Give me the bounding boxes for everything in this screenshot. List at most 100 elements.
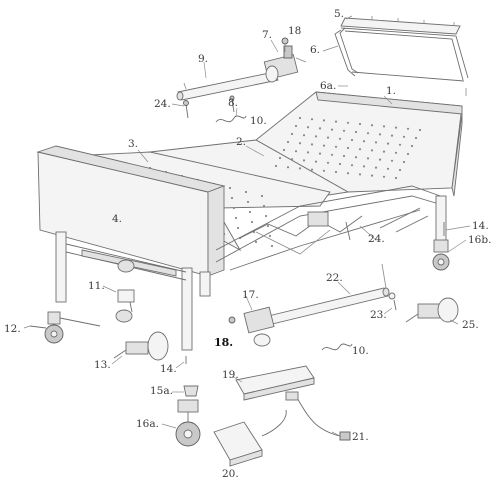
deck-hole (394, 176, 398, 180)
deck-hole (402, 135, 406, 138)
label-part-13: 13. (94, 359, 111, 371)
deck-hole (386, 142, 390, 145)
deck-hole (406, 152, 410, 156)
label-part-6: 6. (310, 44, 320, 56)
deck-hole (310, 168, 314, 171)
deck-hole (326, 136, 330, 139)
deck-hole (418, 128, 422, 132)
deck-hole (410, 144, 414, 148)
deck-hole (382, 150, 386, 153)
deck-hole (248, 210, 252, 214)
deck-hole (298, 142, 302, 145)
part-8-clip-pin (229, 95, 235, 113)
deck-hole (286, 140, 290, 144)
deck-hole (326, 161, 330, 164)
deck-hole (350, 138, 354, 142)
part-19-control-box (235, 365, 315, 401)
label-part-10-top: 10. (250, 115, 267, 127)
deck-hole (318, 127, 322, 130)
part-5-headboard-rail (340, 16, 461, 35)
deck-hole (346, 121, 350, 124)
deck-hole (350, 164, 354, 167)
label-part-8: 8. (228, 97, 238, 109)
label-part-3: 3. (128, 138, 138, 150)
label-part-25: 25. (462, 319, 479, 331)
label-part-17: 17. (242, 289, 259, 301)
label-part-12: 12. (4, 323, 21, 335)
part-17-coupling (243, 306, 275, 347)
label-part-11: 11. (88, 280, 105, 292)
part-7-motor-coupler (263, 45, 307, 83)
deck-hole (268, 234, 272, 238)
deck-hole (264, 214, 268, 218)
label-part-15a: 15a. (150, 385, 173, 397)
part-10-spring-clip-top (215, 115, 247, 123)
part-18-bolt-lower (228, 316, 236, 324)
deck-hole (290, 158, 294, 161)
part-16a-caster (175, 399, 201, 447)
deck-hole (260, 194, 264, 198)
part-18-top-bolt (281, 37, 289, 52)
label-part-1: 1. (386, 85, 396, 97)
part-24-bolt-top (183, 100, 189, 119)
deck-hole (306, 151, 310, 154)
deck-hole (298, 167, 302, 170)
deck-hole (318, 152, 322, 155)
part-labels: 5. 18 7. 6. 9. 6a. 24. 8. 1. 10. 2. 3. 4… (4, 8, 491, 480)
deck-hole (310, 143, 314, 146)
deck-hole (302, 134, 306, 137)
label-part-5: 5. (334, 8, 344, 20)
part-25-head-motor (405, 297, 459, 323)
deck-hole (398, 168, 402, 172)
deck-hole (262, 204, 266, 208)
deck-hole (230, 196, 234, 200)
deck-hole (330, 128, 334, 131)
label-part-10-lower: 10. (352, 345, 369, 357)
deck-hole (310, 118, 314, 121)
deck-hole (338, 137, 342, 140)
part-11-leg-socket (115, 259, 135, 323)
label-part-6a: 6a. (320, 80, 336, 92)
label-part-19: 19. (222, 369, 239, 381)
deck-hole (394, 151, 398, 154)
label-part-16a: 16a. (136, 418, 159, 430)
deck-hole (244, 190, 248, 194)
deck-hole (346, 146, 350, 150)
deck-hole (362, 140, 366, 143)
deck-hole (322, 119, 326, 122)
deck-hole (386, 167, 390, 170)
label-part-24-top: 24. (154, 98, 171, 110)
deck-hole (334, 145, 338, 148)
label-part-24-frame: 24. (368, 233, 385, 245)
part-21-power-cord (285, 391, 351, 441)
deck-hole (250, 220, 254, 224)
deck-hole (382, 125, 386, 128)
deck-hole (314, 135, 318, 138)
deck-hole (322, 169, 326, 172)
deck-hole (370, 174, 374, 177)
deck-hole (290, 132, 294, 136)
deck-hole (342, 129, 346, 132)
deck-hole (362, 165, 366, 168)
deck-hole (294, 124, 298, 128)
deck-hole (390, 134, 394, 137)
deck-hole (358, 148, 362, 151)
label-part-2: 2. (236, 136, 246, 148)
part-9-drive-tube (176, 71, 279, 101)
deck-hole (346, 172, 350, 175)
label-part-22: 22. (326, 272, 343, 284)
deck-hole (394, 126, 398, 129)
deck-hole (378, 158, 382, 161)
deck-hole (370, 124, 374, 127)
deck-hole (330, 153, 334, 156)
deck-hole (366, 157, 370, 160)
part-10-spring-clip-lower (321, 343, 353, 351)
deck-hole (282, 148, 286, 152)
right-leg-assembly (432, 195, 450, 271)
label-part-21: 21. (352, 431, 369, 443)
deck-hole (354, 130, 358, 134)
deck-hole (302, 159, 306, 162)
label-part-14-right: 14. (472, 220, 489, 232)
deck-hole (306, 126, 310, 129)
